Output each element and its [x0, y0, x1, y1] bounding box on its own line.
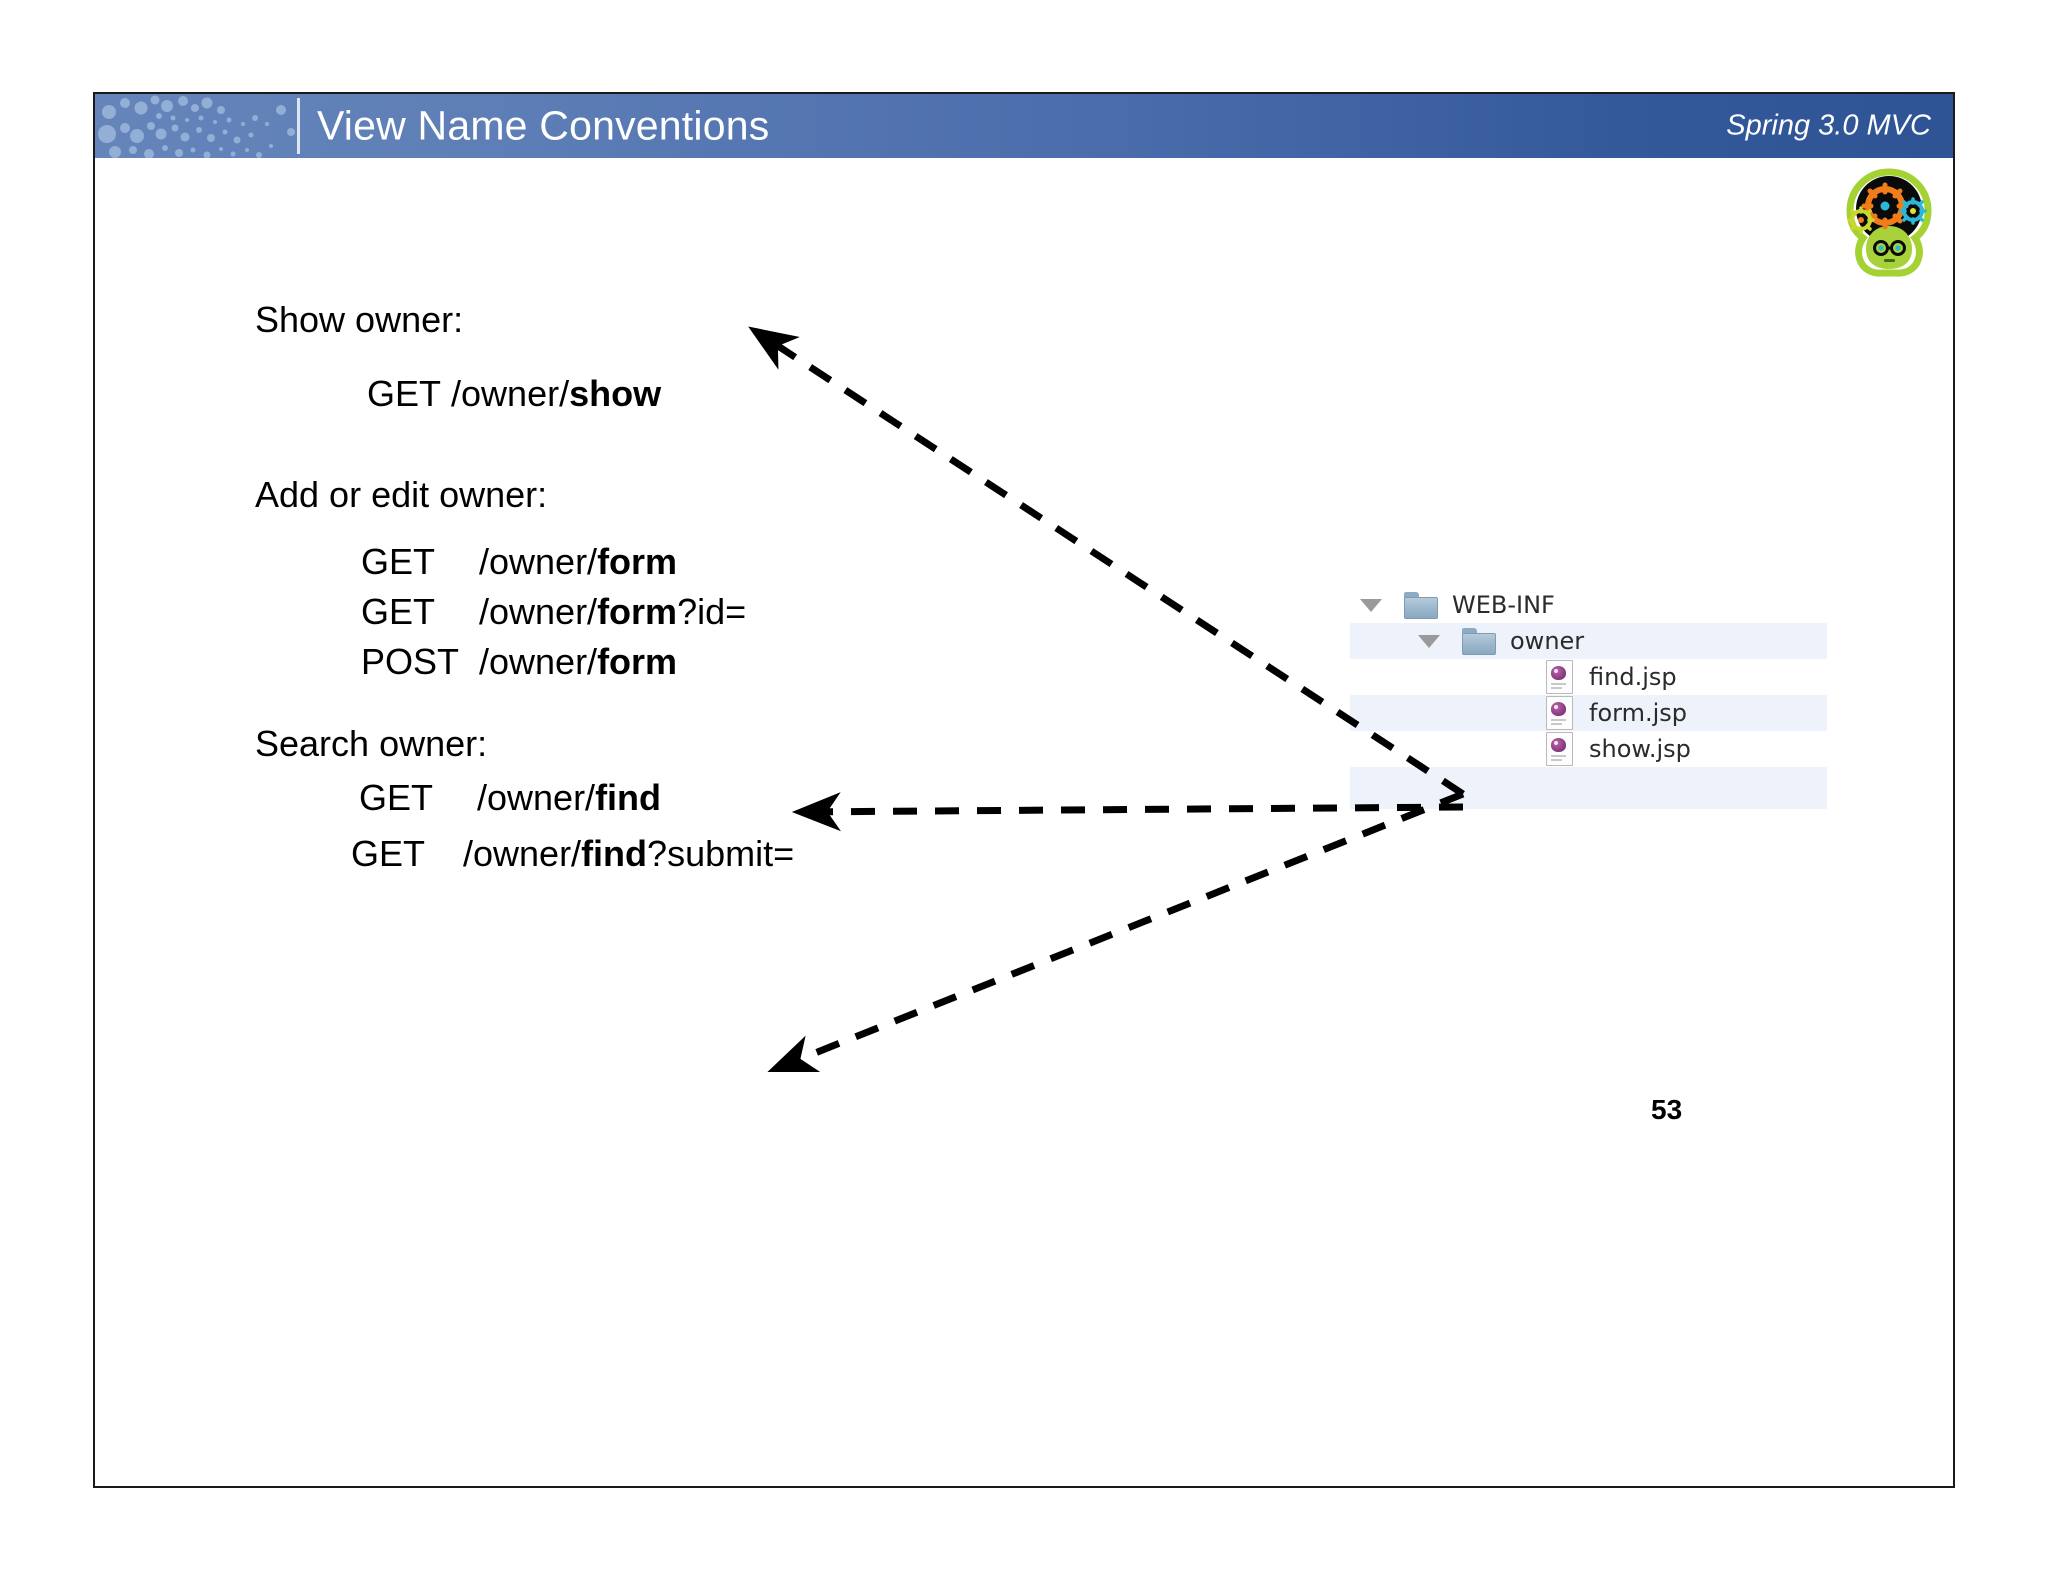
- route-verb: GET: [361, 591, 436, 632]
- route-path-bold: form: [597, 641, 678, 682]
- chevron-down-icon[interactable]: [1360, 598, 1382, 612]
- page-title: View Name Conventions: [317, 102, 770, 149]
- tree-row-show-jsp[interactable]: show.jsp: [1350, 731, 1827, 767]
- route-line-get-owner-form-id: GET/owner/form?id=: [361, 594, 746, 630]
- arrow-to-find-route: [767, 790, 1465, 1073]
- page-number: 53: [1651, 1094, 1683, 1125]
- route-verb: GET: [361, 541, 436, 582]
- route-path-bold: form: [597, 541, 678, 582]
- route-line-get-owner-show: GET /owner/show: [367, 376, 661, 412]
- route-path-prefix: /owner/: [463, 833, 582, 874]
- tree-row-label: show.jsp: [1589, 735, 1691, 763]
- jsp-file-icon: [1546, 696, 1573, 730]
- route-verb: GET: [359, 777, 434, 818]
- tree-row-label: form.jsp: [1589, 699, 1687, 727]
- route-path-prefix: /owner/: [479, 591, 598, 632]
- tree-row-find-jsp[interactable]: find.jsp: [1350, 659, 1827, 695]
- tree-row-label: find.jsp: [1589, 663, 1677, 691]
- route-path-prefix: /owner/: [479, 541, 598, 582]
- route-path-bold: find: [581, 833, 648, 874]
- folder-icon: [1462, 627, 1496, 655]
- route-path-bold: show: [569, 373, 662, 414]
- tree-row-web-inf[interactable]: WEB-INF: [1350, 587, 1827, 623]
- tree-row-owner[interactable]: owner: [1350, 623, 1827, 659]
- route-verb: POST: [361, 641, 460, 682]
- section-heading-show-owner: Show owner:: [255, 299, 464, 340]
- route-path-suffix: ?submit=: [647, 833, 795, 874]
- route-path-suffix: ?id=: [677, 591, 747, 632]
- route-line-get-owner-find: GET/owner/find: [359, 780, 661, 816]
- section-heading-search-owner: Search owner:: [255, 723, 488, 764]
- route-verb: GET: [367, 373, 442, 414]
- header-divider: [297, 98, 300, 154]
- route-path-bold: find: [595, 777, 662, 818]
- file-tree-panel[interactable]: WEB-INF owner find.jsp form.jsp s: [1350, 587, 1827, 809]
- route-line-get-owner-form: GET/owner/form: [361, 544, 677, 580]
- slide-frame: View Name Conventions Spring 3.0 MVC: [93, 92, 1955, 1488]
- route-line-post-owner-form: POST/owner/form: [361, 644, 677, 680]
- tree-row-form-jsp[interactable]: form.jsp: [1350, 695, 1827, 731]
- jsp-file-icon: [1546, 660, 1573, 694]
- route-path-bold: form: [597, 591, 678, 632]
- route-line-get-owner-find-submit: GET/owner/find?submit=: [351, 836, 794, 872]
- jsp-file-icon: [1546, 732, 1573, 766]
- tree-row-label: WEB-INF: [1452, 591, 1555, 619]
- route-path-prefix: /owner/: [479, 641, 598, 682]
- tree-row-empty: [1350, 767, 1827, 809]
- chevron-down-icon[interactable]: [1418, 634, 1440, 648]
- springsource-logo-icon: [1846, 168, 1932, 277]
- tree-row-label: owner: [1510, 627, 1585, 655]
- route-verb: GET: [351, 833, 426, 874]
- folder-icon: [1404, 591, 1438, 619]
- slide-header: View Name Conventions Spring 3.0 MVC: [95, 94, 1953, 158]
- decorative-dots-pattern: [98, 95, 295, 158]
- header-subtitle: Spring 3.0 MVC: [1726, 109, 1931, 142]
- route-path-prefix: /owner/: [451, 373, 570, 414]
- route-path-prefix: /owner/: [477, 777, 596, 818]
- section-heading-add-or-edit-owner: Add or edit owner:: [255, 474, 548, 515]
